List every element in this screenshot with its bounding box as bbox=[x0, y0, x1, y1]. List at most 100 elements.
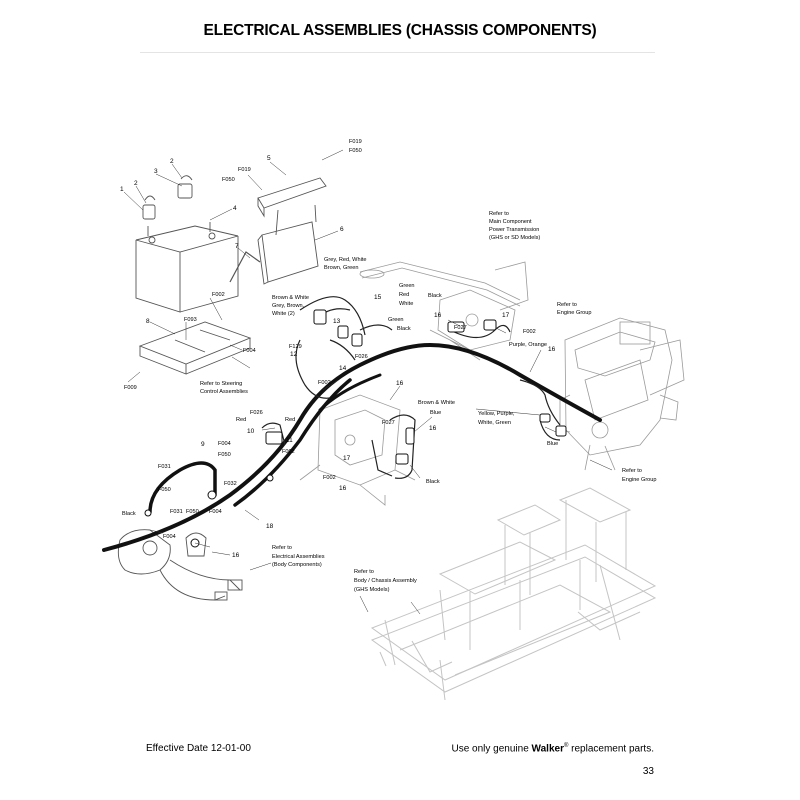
battery-cable bbox=[148, 461, 217, 514]
wire-label-brown-white-3: White (2) bbox=[272, 311, 295, 317]
callout-f002c: F002 bbox=[523, 329, 536, 335]
battery-tray-drawing bbox=[138, 321, 252, 375]
wire-label-red-a: Red bbox=[236, 417, 246, 423]
wire-label-black-top: Black bbox=[428, 293, 442, 299]
engine-drawing bbox=[559, 317, 685, 471]
callout-f002b: F002 bbox=[318, 380, 331, 386]
ref-engine-group-a1: Refer to bbox=[557, 302, 577, 308]
callout-12: 12 bbox=[290, 351, 298, 358]
callout-13: 13 bbox=[333, 318, 341, 325]
callout-16a: 16 bbox=[434, 312, 442, 319]
ref-engine-group-b2: Engine Group bbox=[622, 477, 657, 483]
reference-notes: Refer to Main Component Power Transmissi… bbox=[200, 211, 657, 593]
battery-clamps-drawing bbox=[142, 175, 193, 220]
parts-note: Use only genuine Walker® replacement par… bbox=[451, 743, 654, 754]
callout-4: 4 bbox=[233, 205, 237, 212]
wire-label-blue: Blue bbox=[547, 441, 558, 447]
ref-steering-1: Refer to Steering bbox=[200, 381, 242, 387]
wire-label-grey-red-white-2: Brown, Green bbox=[324, 265, 359, 271]
callout-17b: 17 bbox=[343, 455, 351, 462]
callout-6: 6 bbox=[340, 226, 344, 233]
callout-f004d: F004 bbox=[163, 534, 176, 540]
page-title: ELECTRICAL ASSEMBLIES (CHASSIS COMPONENT… bbox=[203, 22, 597, 39]
callout-f002a: F002 bbox=[212, 292, 225, 298]
wire-label-brown-white-blue-2: Blue bbox=[430, 410, 441, 416]
callout-f026b: F026 bbox=[250, 410, 263, 416]
ref-main-component-1: Refer to bbox=[489, 211, 509, 217]
wire-label-green-black-2: Black bbox=[397, 326, 411, 332]
brand-name: Walker bbox=[531, 743, 564, 755]
wire-label-green-black-1: Green bbox=[388, 317, 404, 323]
callout-f009: F009 bbox=[124, 385, 137, 391]
callout-14: 14 bbox=[339, 365, 347, 372]
callout-f129: F129 bbox=[289, 344, 302, 350]
ref-electrical-body-1: Refer to bbox=[272, 545, 292, 551]
steering-assembly-drawing bbox=[299, 394, 416, 506]
callout-18: 18 bbox=[266, 523, 274, 530]
callout-16-lower: 16 bbox=[339, 485, 347, 492]
callout-f019a: F019 bbox=[349, 139, 362, 145]
ref-electrical-body-2: Electrical Assemblies bbox=[272, 554, 325, 560]
callout-f031a: F031 bbox=[158, 464, 171, 470]
wire-label-black-left: Black bbox=[122, 511, 136, 517]
callout-8: 8 bbox=[146, 318, 150, 325]
callout-11: 11 bbox=[286, 437, 293, 444]
hold-down-rod bbox=[229, 251, 261, 283]
callout-2a: 2 bbox=[134, 180, 138, 187]
wire-label-grey-red-white-1: Grey, Red, White bbox=[324, 257, 366, 263]
callout-f019b: F019 bbox=[238, 167, 251, 173]
ref-electrical-body-3: (Body Components) bbox=[272, 562, 322, 568]
callout-f050c: F050 bbox=[218, 452, 231, 458]
ref-main-component-4: (GHS or SD Models) bbox=[489, 235, 540, 241]
callout-f050a: F050 bbox=[349, 148, 362, 154]
callout-f093: F093 bbox=[184, 317, 197, 323]
registered-mark: ® bbox=[563, 743, 569, 749]
callout-9: 9 bbox=[201, 441, 205, 448]
wire-label-green-red-white-3: White bbox=[399, 301, 413, 307]
wire-label-black-mid: Black bbox=[426, 479, 440, 485]
ref-chassis-1: Refer to bbox=[354, 569, 374, 575]
ref-engine-group-b1: Refer to bbox=[622, 468, 642, 474]
callout-f004a: F004 bbox=[243, 348, 256, 354]
ref-engine-group-a2: Engine Group bbox=[557, 310, 592, 316]
callout-1: 1 bbox=[120, 186, 124, 193]
wire-color-labels: Grey, Red, White Brown, Green Brown & Wh… bbox=[122, 257, 558, 517]
wire-label-brown-white-1: Brown & White bbox=[272, 295, 309, 301]
wire-label-brown-white-2: Grey, Brown, bbox=[272, 303, 305, 309]
callout-16-starter: 16 bbox=[232, 552, 240, 559]
wire-label-purple-orange: Purple, Orange bbox=[509, 342, 547, 348]
callout-f004b: F004 bbox=[218, 441, 231, 447]
callout-16b: 16 bbox=[396, 380, 404, 387]
callout-7: 7 bbox=[235, 243, 239, 250]
ref-chassis-3: (GHS Models) bbox=[354, 587, 390, 593]
callout-f027b: F027 bbox=[382, 420, 395, 426]
wire-label-green-red-white-1: Green bbox=[399, 283, 415, 289]
callout-f050b: F050 bbox=[222, 177, 235, 183]
wire-label-brown-white-blue-1: Brown & White bbox=[418, 400, 455, 406]
starter-drawing bbox=[117, 529, 243, 601]
hold-down-bar-drawing bbox=[257, 177, 327, 285]
callout-16c: 16 bbox=[548, 346, 556, 353]
effective-date: Effective Date 12-01-00 bbox=[146, 743, 251, 754]
callout-f050e: F050 bbox=[186, 509, 199, 515]
parts-note-prefix: Use only genuine bbox=[451, 743, 532, 755]
wire-label-yellow-2: White, Green bbox=[478, 420, 511, 426]
callout-15: 15 bbox=[374, 294, 382, 301]
chassis-frame-drawing bbox=[370, 487, 657, 701]
callout-f027a: F027 bbox=[454, 325, 467, 331]
ref-steering-2: Control Assemblies bbox=[200, 389, 248, 395]
ref-main-component-2: Main Component bbox=[489, 219, 532, 225]
thin-wires bbox=[261, 296, 561, 479]
callout-16d: 16 bbox=[429, 425, 437, 432]
parts-note-suffix: replacement parts. bbox=[568, 743, 654, 755]
wire-label-green-red-white-2: Red bbox=[399, 292, 409, 298]
ref-chassis-2: Body / Chassis Assembly bbox=[354, 578, 417, 584]
page-number: 33 bbox=[642, 766, 654, 777]
main-wire-harness bbox=[102, 342, 602, 552]
callout-f004c: F004 bbox=[209, 509, 222, 515]
callout-f032: F032 bbox=[224, 481, 237, 487]
callout-5: 5 bbox=[267, 155, 271, 162]
wire-label-red-b: Red bbox=[285, 417, 295, 423]
callout-3: 3 bbox=[154, 168, 158, 175]
